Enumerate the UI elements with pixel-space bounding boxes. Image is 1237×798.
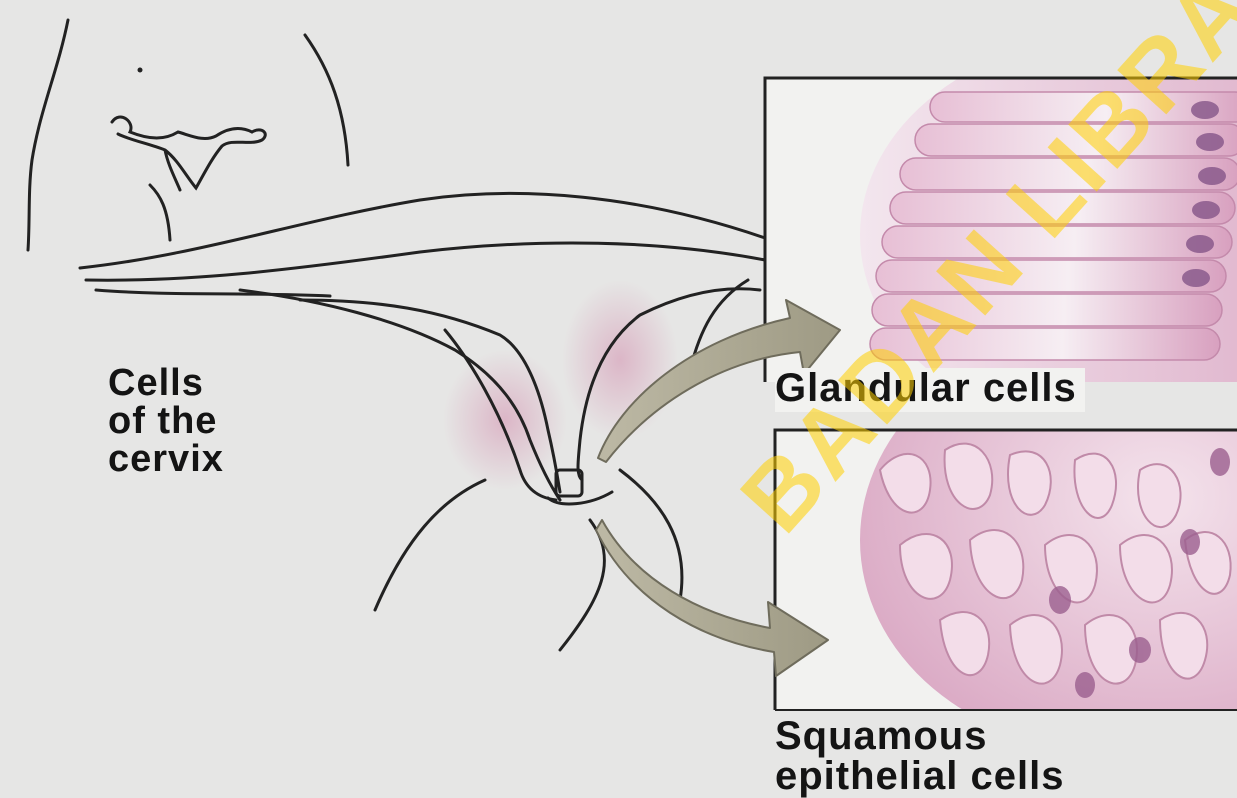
lower-body-left [375, 480, 485, 610]
cell-nucleus [1191, 101, 1219, 119]
pink-glow-left [443, 350, 567, 490]
vaginal-canal-mid [86, 243, 765, 280]
cell-nucleus [1049, 586, 1071, 614]
glandular-cells-label: Glandular cells [775, 368, 1085, 412]
cervix-label-line-1: Cells [108, 364, 308, 402]
glandular-column [870, 328, 1220, 360]
lower-body-right [560, 520, 604, 650]
glandular-column [930, 92, 1237, 122]
cell-nucleus [1129, 637, 1151, 663]
body-right-contour [305, 35, 348, 165]
glandular-column [872, 294, 1222, 326]
glandular-columns [870, 92, 1237, 360]
cell-nucleus [1198, 167, 1226, 185]
cell-nucleus [1075, 672, 1095, 698]
cell-nucleus [1180, 529, 1200, 555]
glandular-column [890, 192, 1235, 224]
pink-glow-right [562, 280, 678, 440]
cervix-label-line-3: cervix [108, 440, 308, 478]
glandular-column [882, 226, 1232, 258]
uterus-sketch [112, 117, 265, 240]
glandular-column [876, 260, 1226, 292]
cervix-label-line-2: of the [108, 402, 308, 440]
cell-nucleus [1186, 235, 1214, 253]
vaginal-canal-upper [80, 193, 765, 268]
squamous-label-line-1: Squamous [775, 716, 1064, 756]
body-left-contour [28, 20, 68, 250]
cells-of-the-cervix-label: Cells of the cervix [108, 364, 308, 478]
body-outline-sketch [28, 20, 348, 250]
cell-nucleus [1192, 201, 1220, 219]
cell-nucleus [1196, 133, 1224, 151]
cell-nucleus [1182, 269, 1210, 287]
vaginal-canal-lower [96, 290, 330, 296]
glandular-column [915, 124, 1237, 156]
navel-mark [138, 68, 143, 73]
glandular-column [900, 158, 1237, 190]
squamous-label-line-2: epithelial cells [775, 756, 1064, 796]
squamous-epithelial-cells-label: Squamous epithelial cells [775, 716, 1064, 796]
cell-nucleus [1210, 448, 1230, 476]
